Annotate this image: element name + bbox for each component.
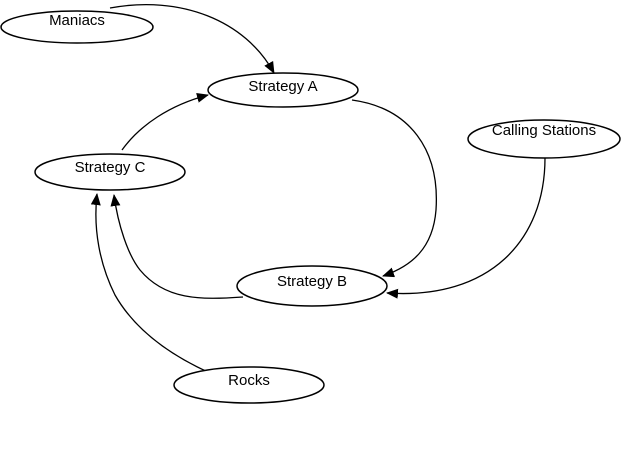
node-calling-stations-label: Calling Stations xyxy=(492,122,596,139)
node-rocks: Rocks xyxy=(173,366,325,404)
node-strategy-a: Strategy A xyxy=(207,72,359,108)
edge-strategy-b-to-strategy-c xyxy=(110,194,244,299)
node-strategy-c: Strategy C xyxy=(34,153,186,191)
edge-maniacs-to-strategy-a xyxy=(109,4,275,74)
node-maniacs-label: Maniacs xyxy=(49,12,105,29)
node-strategy-b: Strategy B xyxy=(236,265,388,307)
edge-rocks-to-strategy-c xyxy=(90,193,211,374)
edge-strategy-a-to-strategy-b xyxy=(351,99,437,278)
node-maniacs: Maniacs xyxy=(0,10,154,44)
node-strategy-c-label: Strategy C xyxy=(75,159,146,176)
node-strategy-b-label: Strategy B xyxy=(277,273,347,290)
node-strategy-a-label: Strategy A xyxy=(248,78,317,95)
node-calling-stations: Calling Stations xyxy=(467,119,621,159)
edge-strategy-c-to-strategy-a xyxy=(121,92,209,151)
edge-calling-stations-to-strategy-b xyxy=(386,157,546,299)
node-rocks-label: Rocks xyxy=(228,372,270,389)
